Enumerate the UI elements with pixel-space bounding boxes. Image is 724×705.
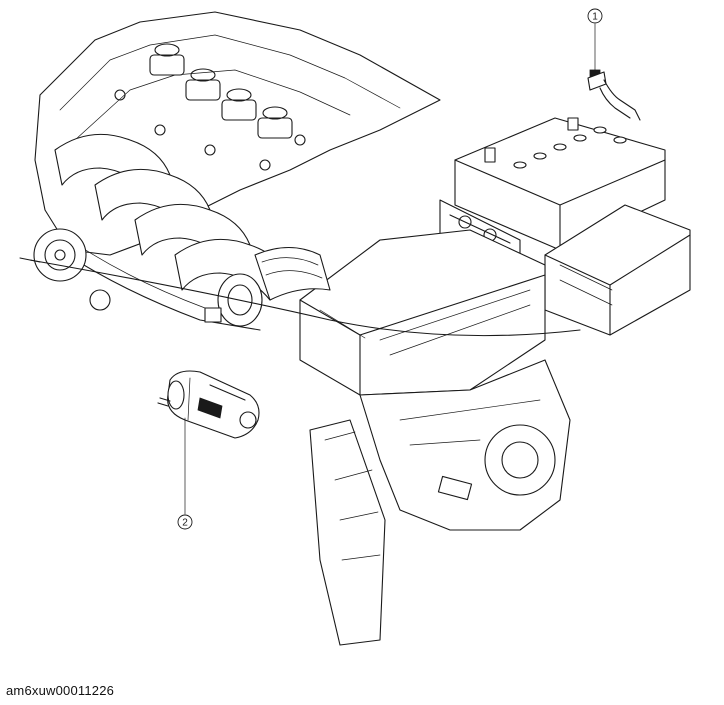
wiring-harness (29, 259, 581, 337)
callout-1-label: 1 (592, 12, 598, 23)
throttle-body (204, 273, 263, 327)
engine-assembly (19, 11, 441, 331)
transmission (359, 359, 571, 531)
callout-1: 1 (587, 8, 603, 71)
image-code: am6xuw00011226 (6, 683, 115, 698)
starter (157, 370, 260, 439)
battery-negative-terminal (587, 69, 641, 121)
ignition-coils (114, 43, 306, 171)
resonator-duct (309, 419, 386, 646)
callout-2-label: 2 (182, 518, 188, 529)
air-cleaner (254, 229, 546, 396)
callout-2: 2 (177, 417, 193, 530)
battery-cell-caps (513, 126, 627, 169)
